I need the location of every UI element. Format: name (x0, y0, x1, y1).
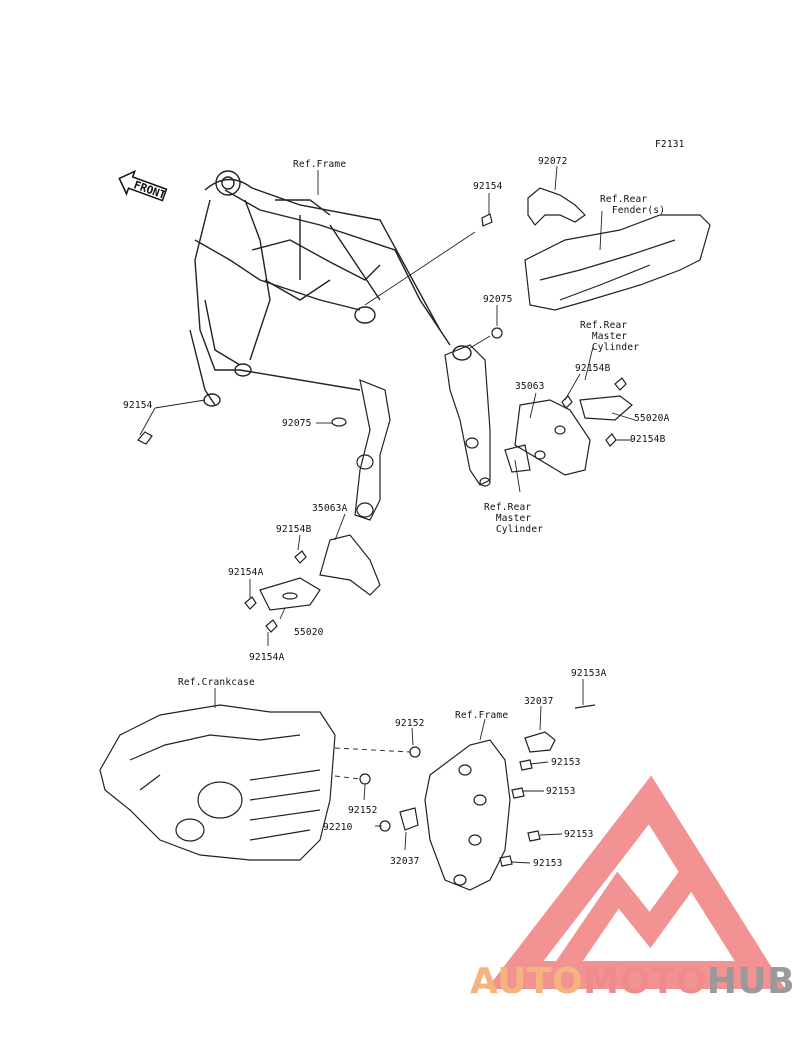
label-ref-frame-top: Ref.Frame (293, 159, 347, 170)
label-92154A-upper: 92154A (228, 567, 264, 578)
label-92152-bottom: 92152 (348, 805, 378, 816)
leader-lines (139, 165, 636, 864)
label-92154-top: 92154 (473, 181, 503, 192)
label-92075-left: 92075 (282, 418, 312, 429)
label-92153A: 92153A (571, 668, 607, 679)
label-92154B-right: 92154B (630, 434, 666, 445)
label-92152-top: 92152 (395, 718, 425, 729)
label-92072: 92072 (538, 156, 568, 167)
watermark-text: AUTOMOTOHUB (470, 962, 795, 1002)
label-92154A-lower: 92154A (249, 652, 285, 663)
label-ref-rear-master-cylinder-upper: Ref.Rear Master Cylinder (580, 320, 640, 353)
label-55020A: 55020A (634, 413, 670, 424)
front-arrow-text: FRONT (132, 178, 168, 202)
label-92154B-upper: 92154B (575, 363, 611, 374)
fasteners (137, 213, 627, 633)
label-ref-crankcase: Ref.Crankcase (178, 677, 255, 688)
label-ref-rear-fender: Ref.Rear Fender(s) (600, 194, 666, 216)
watermark-part-moto: MOTO (583, 961, 707, 1002)
label-35063A: 35063A (312, 503, 348, 514)
label-92153-2: 92153 (546, 786, 576, 797)
label-92153-1: 92153 (551, 757, 581, 768)
label-35063: 35063 (515, 381, 545, 392)
watermark-logo (486, 775, 786, 989)
watermark-part-hub: HUB (706, 961, 796, 1002)
rear-fender-assembly (524, 187, 711, 311)
label-32037-bottom: 32037 (390, 856, 420, 867)
figure-code: F2131 (655, 139, 685, 150)
label-92154B-lower: 92154B (276, 524, 312, 535)
crankcase-outline (99, 704, 336, 861)
label-32037-top: 32037 (524, 696, 554, 707)
right-footrest-bracket (444, 344, 633, 487)
label-55020: 55020 (294, 627, 324, 638)
frame-assembly (189, 170, 472, 407)
label-92154-left: 92154 (123, 400, 153, 411)
label-ref-frame-bottom: Ref.Frame (455, 710, 509, 721)
front-arrow-icon: FRONT (118, 169, 168, 202)
label-92153-4: 92153 (533, 858, 563, 869)
label-92075-right: 92075 (483, 294, 513, 305)
label-ref-rear-master-cylinder-lower: Ref.Rear Master Cylinder (484, 502, 544, 535)
left-footrest-bracket (259, 379, 391, 611)
label-92210: 92210 (323, 822, 353, 833)
label-92153-3: 92153 (564, 829, 594, 840)
watermark-part-auto: AUTO (470, 961, 584, 1002)
